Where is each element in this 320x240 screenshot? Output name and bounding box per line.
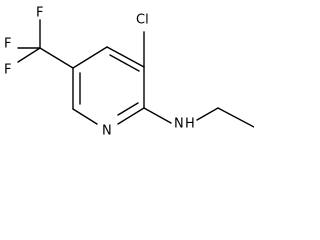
fluorine-left-label: F (4, 37, 11, 52)
bond-nh-ch2 (196, 107, 219, 121)
fluorine-top-label: F (36, 6, 43, 21)
ring-bond-n1-c6 (72, 108, 98, 125)
fluorine-bottom-label: F (4, 63, 11, 78)
structure-diagram: F F F Cl N N H (4, 6, 254, 139)
ring-nitrogen-label: N (102, 124, 112, 139)
bond-ch2-ch3 (217, 107, 254, 128)
ring-bond-c2-n1 (117, 107, 145, 125)
chlorine-label: Cl (136, 13, 149, 28)
ring-double-bond-c2-n1-inner (117, 102, 139, 116)
amine-nitrogen-label: N (174, 117, 184, 132)
ring-double-bond-c4-c3-inner (109, 54, 140, 72)
ring-bond-c4-c3 (106, 46, 145, 68)
bond-ring-cf3 (39, 47, 74, 69)
ring-bond-c5-c4 (72, 46, 108, 69)
amine-hydrogen-label: H (185, 117, 195, 132)
bond-ring-nh (143, 107, 172, 124)
bond-cf3-f-bottom (17, 47, 41, 63)
